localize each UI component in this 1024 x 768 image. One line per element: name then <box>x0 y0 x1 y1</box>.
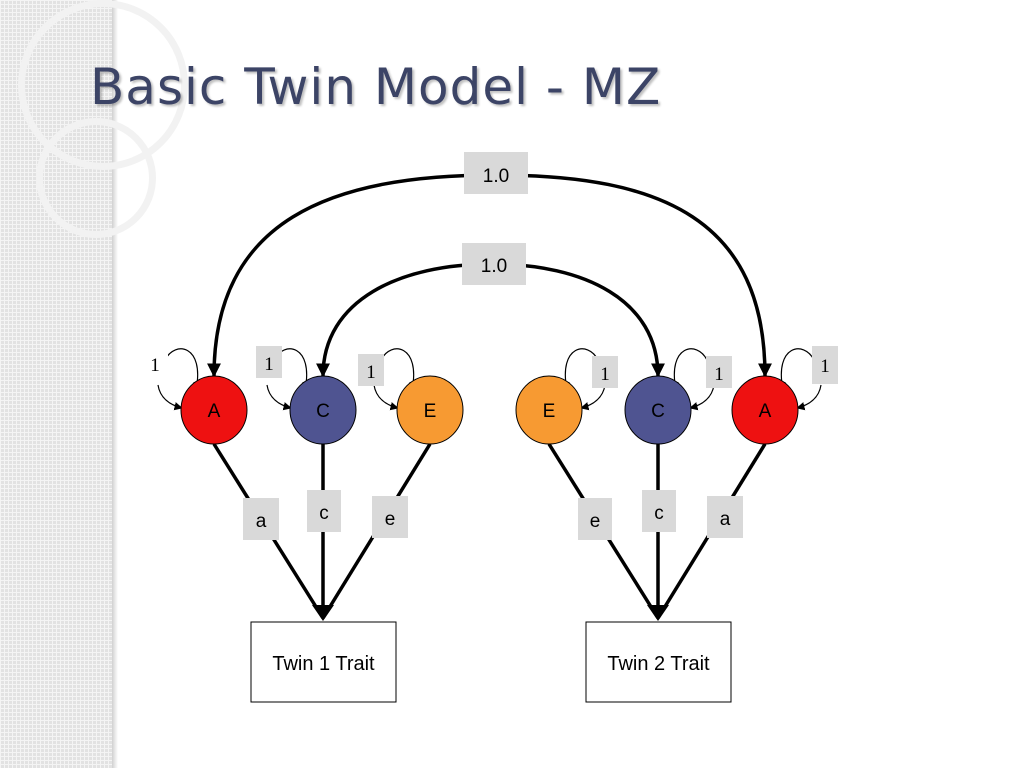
latent-node-c1: C <box>289 375 357 445</box>
correlation-value: 1.0 <box>481 256 507 277</box>
path-coefficient: c <box>319 503 329 524</box>
latent-label: E <box>424 401 437 422</box>
variance-label-a2: 1 <box>812 346 838 384</box>
variance-loop-c2 <box>670 348 708 391</box>
path-label-c2: c <box>642 490 676 532</box>
variance-label-c1: 1 <box>256 346 282 378</box>
path-label-a2: a <box>707 496 743 538</box>
latent-label: A <box>208 401 221 422</box>
latent-label: C <box>316 401 330 422</box>
latent-label: A <box>759 401 772 422</box>
latent-node-a1: A <box>180 375 248 445</box>
decorative-ring <box>36 118 156 238</box>
latent-node-e2: E <box>515 375 583 445</box>
a-correlation-label: 1.0 <box>464 152 528 194</box>
twin1-trait-box: Twin 1 Trait <box>250 621 397 703</box>
variance-value: 1 <box>264 354 274 375</box>
slide-title: Basic Twin Model - MZ <box>90 58 662 116</box>
correlation-value: 1.0 <box>483 166 509 187</box>
path-coefficient: a <box>720 509 731 530</box>
arrowhead-twin2 <box>647 605 669 621</box>
path-label-c1: c <box>307 490 341 532</box>
variance-loop-c2-in <box>689 384 715 411</box>
twin2-trait-box: Twin 2 Trait <box>585 621 732 703</box>
variance-value: 1 <box>820 356 830 377</box>
variance-loop-e2 <box>561 348 599 391</box>
variance-label-e2: 1 <box>592 356 618 388</box>
variance-value: 1 <box>600 364 610 385</box>
variance-label-e1: 1 <box>358 354 384 386</box>
path-coefficient: e <box>385 509 396 530</box>
latent-node-c2: C <box>624 375 692 445</box>
variance-value: 1 <box>714 364 724 385</box>
path-coefficient: c <box>654 503 664 524</box>
path-label-a1: a <box>243 498 279 540</box>
variance-loop-a1-in <box>157 384 183 411</box>
variance-loop-e1 <box>380 348 418 391</box>
path-coefficient: e <box>590 511 601 532</box>
latent-node-e1: E <box>396 375 464 445</box>
arrowhead-twin1 <box>312 605 334 621</box>
side-band-edge <box>112 0 118 768</box>
path-label-e2: e <box>578 498 612 540</box>
variance-loop-a2 <box>777 348 815 391</box>
variance-loop-e1-in <box>373 384 399 411</box>
variance-loop-a2-in <box>796 384 822 411</box>
variance-value: 1 <box>150 355 160 376</box>
c-correlation-label: 1.0 <box>462 243 526 285</box>
variance-loop-a1 <box>164 348 202 391</box>
variance-label-a1: 1 <box>142 348 168 380</box>
variance-loop-c1-in <box>266 384 292 411</box>
path-label-e1: e <box>372 496 408 538</box>
latent-label: C <box>651 401 665 422</box>
trait-label: Twin 2 Trait <box>607 653 710 675</box>
variance-value: 1 <box>366 362 376 383</box>
latent-node-a2: A <box>731 375 799 445</box>
variance-loop-e2-in <box>580 384 606 411</box>
path-coefficient: a <box>256 511 267 532</box>
latent-label: E <box>543 401 556 422</box>
variance-label-c2: 1 <box>706 356 732 388</box>
trait-label: Twin 1 Trait <box>272 653 375 675</box>
